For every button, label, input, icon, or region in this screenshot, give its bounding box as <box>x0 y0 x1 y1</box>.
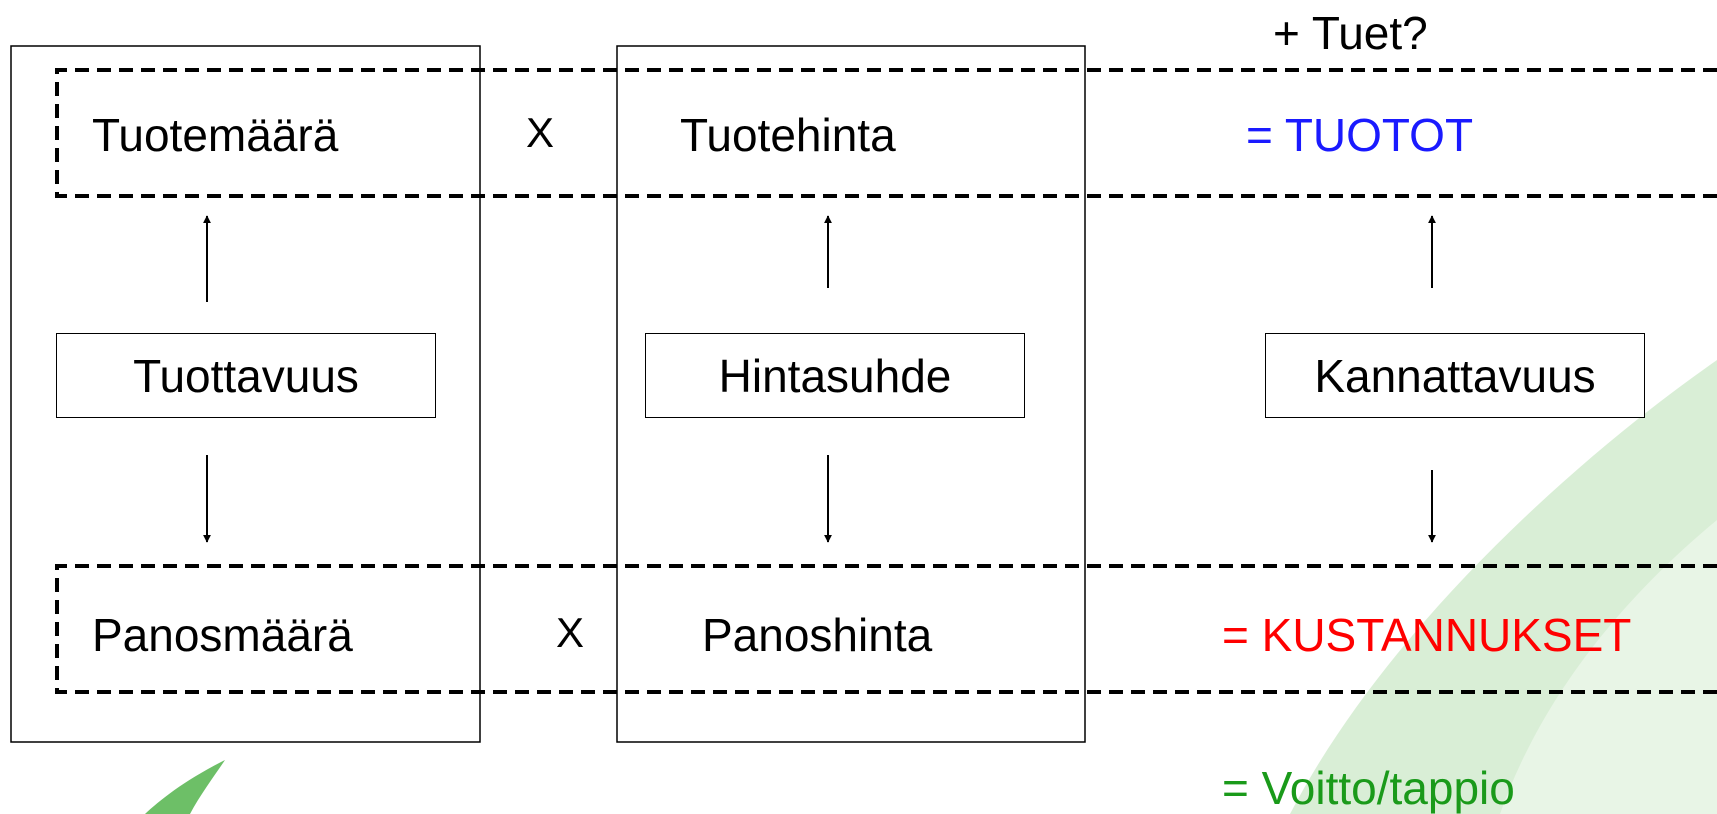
productivity-label: Tuottavuus <box>133 349 359 402</box>
leaf-decoration-inner <box>1500 520 1717 814</box>
profitability-box: Kannattavuus <box>1265 333 1645 418</box>
revenue-label: = TUOTOT <box>1246 109 1474 161</box>
profit-loss-label: = Voitto/tappio <box>1222 762 1515 814</box>
column-frame-price <box>616 45 1086 743</box>
product-quantity-label: Tuotemäärä <box>92 109 339 161</box>
dashed-frame-costs <box>55 564 1717 694</box>
leaf-decoration-small <box>145 760 225 814</box>
price-ratio-label: Hintasuhde <box>718 349 952 402</box>
product-price-label: Tuotehinta <box>680 109 896 161</box>
dashed-frame-revenue <box>55 68 1717 198</box>
productivity-box: Tuottavuus <box>56 333 436 418</box>
costs-label: = KUSTANNUKSET <box>1222 609 1632 661</box>
input-price-label: Panoshinta <box>702 609 933 661</box>
multiply-sign-top: X <box>526 109 555 156</box>
profitability-label: Kannattavuus <box>1314 349 1596 402</box>
subsidy-label: + Tuet? <box>1273 7 1428 59</box>
column-frame-quantity <box>10 45 481 743</box>
price-ratio-box: Hintasuhde <box>645 333 1025 418</box>
multiply-sign-bottom: X <box>556 609 585 656</box>
input-quantity-label: Panosmäärä <box>92 609 353 661</box>
